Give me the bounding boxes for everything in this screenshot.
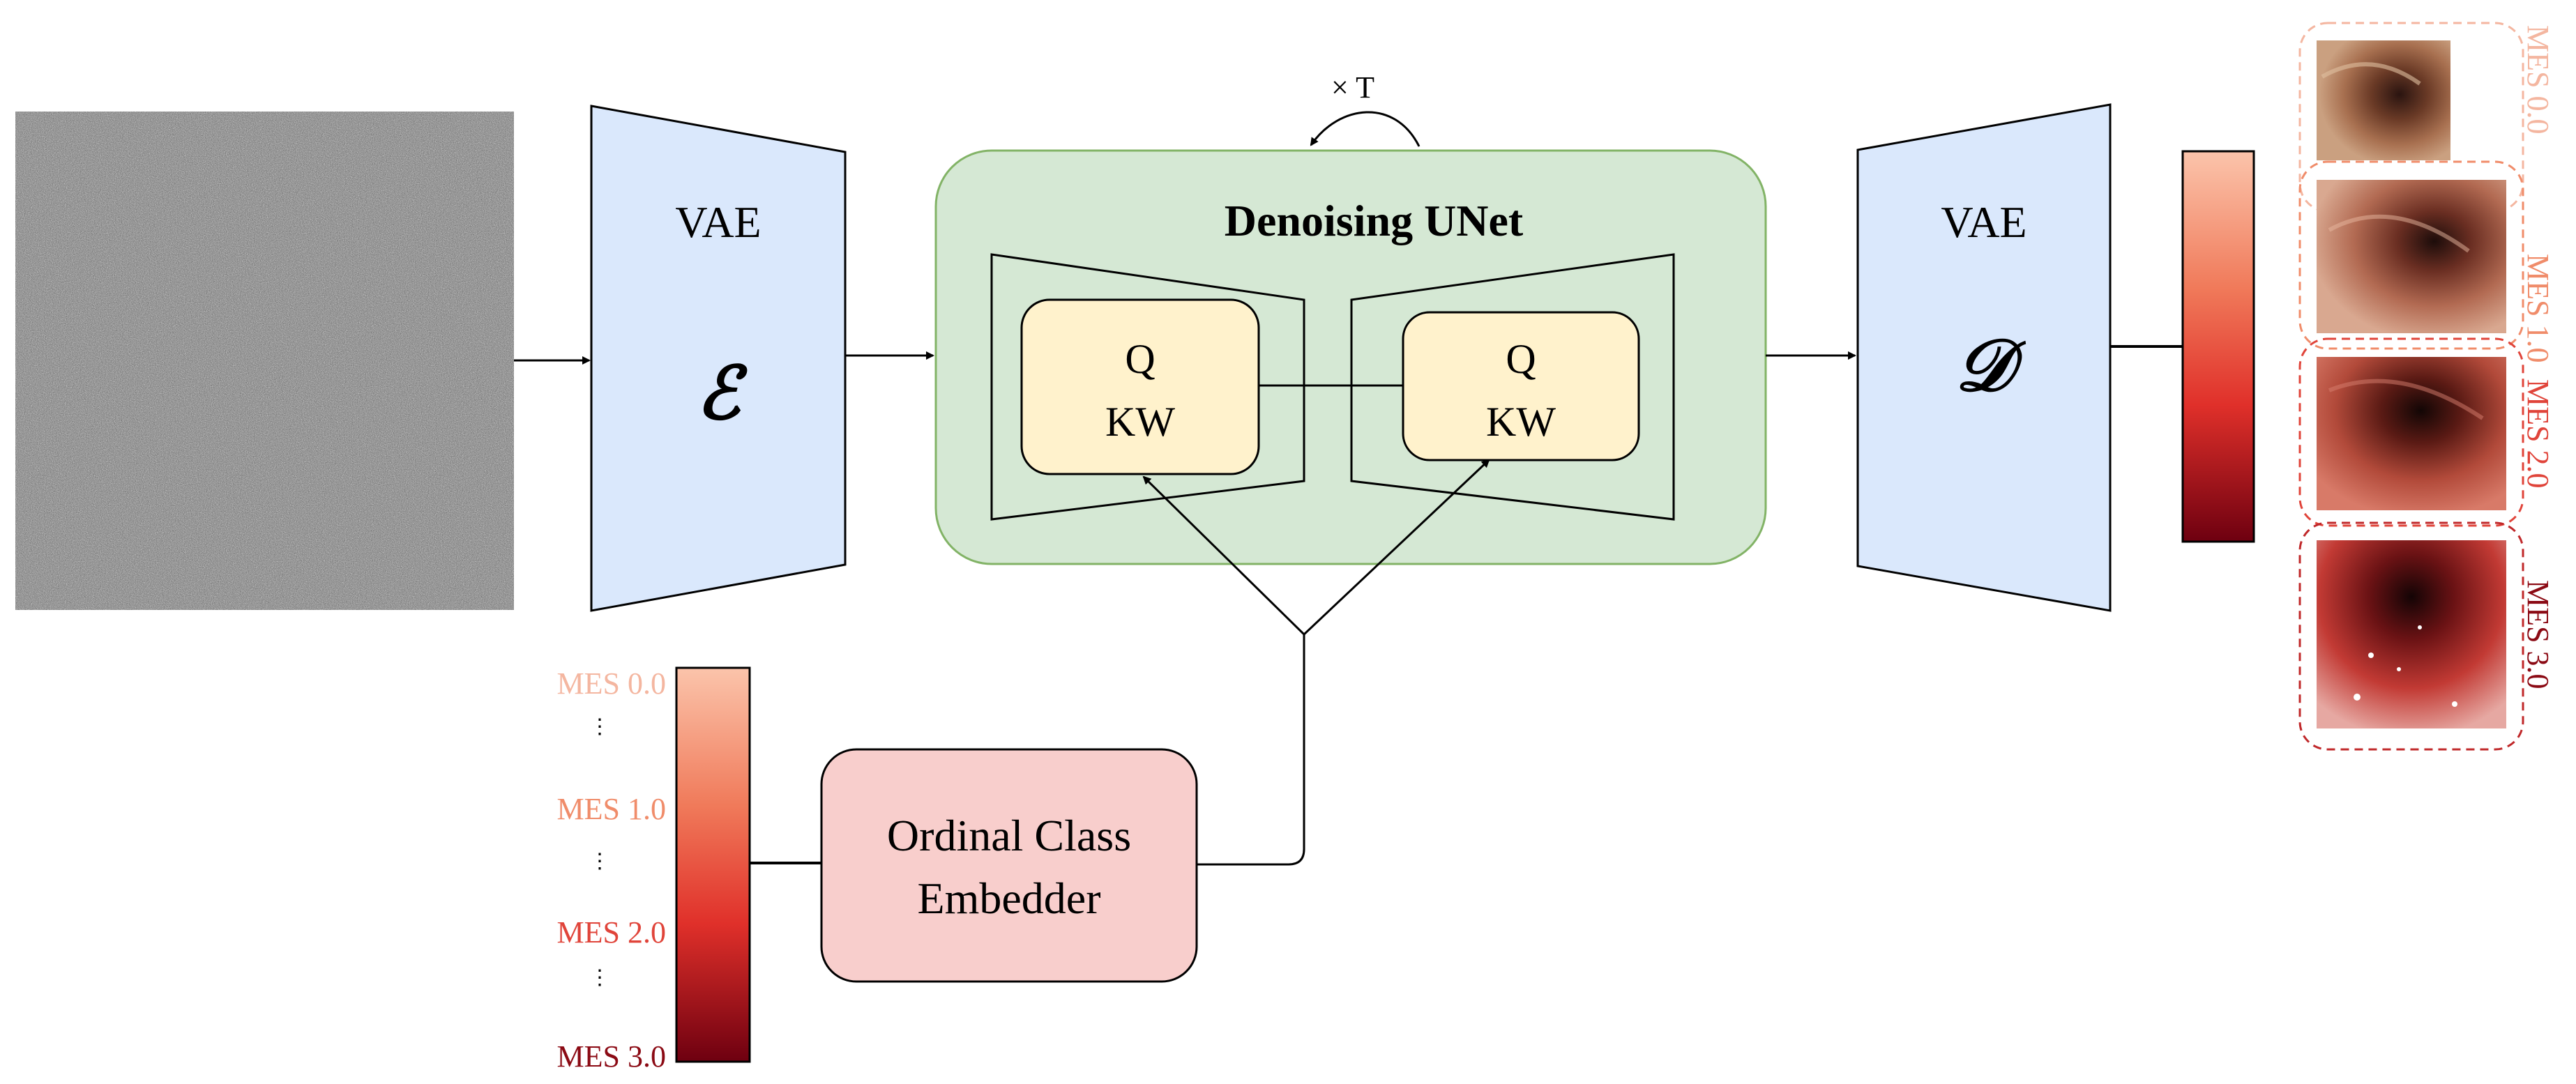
generated-samples: MES 0.0 MES 1.0 MES 2.0 MES 3.0 [2298, 22, 2555, 751]
sample-mes-3: MES 3.0 [2298, 521, 2555, 751]
scale-label-mes-1: MES 1.0 [557, 792, 666, 826]
scale-ellipsis-3: ⋮ [589, 966, 610, 989]
sample-label-mes-3: MES 3.0 [2521, 580, 2555, 689]
input-colorbar [675, 666, 751, 1063]
timestep-loop: × T [1310, 70, 1420, 147]
output-severity-scale [2181, 150, 2255, 543]
sample-mes-0: MES 0.0 [2298, 22, 2555, 213]
right-block-kw: KW [1486, 399, 1556, 445]
conditioning-arrows [1142, 459, 1490, 866]
sample-label-mes-1: MES 1.0 [2521, 254, 2555, 362]
left-block-q: Q [1125, 336, 1155, 382]
encoder-symbol: ℰ [697, 354, 748, 434]
sample-label-mes-0: MES 0.0 [2521, 25, 2555, 134]
input-severity-scale: MES 0.0 ⋮ MES 1.0 ⋮ MES 2.0 ⋮ MES 3.0 [557, 666, 751, 1074]
embedder-label-line2: Embedder [918, 873, 1101, 923]
scale-ellipsis-1: ⋮ [589, 715, 610, 738]
vae-decoder: VAE 𝒟 [1856, 103, 2112, 612]
sample-mes-2: MES 2.0 [2298, 337, 2555, 527]
left-block-kw: KW [1105, 399, 1175, 445]
sample-mes-1: MES 1.0 [2298, 160, 2555, 362]
ordinal-class-embedder: Ordinal Class Embedder [820, 748, 1198, 983]
scale-ellipsis-2: ⋮ [589, 850, 610, 873]
encoder-title: VAE [675, 197, 761, 247]
unet-title: Denoising UNet [1225, 196, 1524, 245]
embedder-label-line1: Ordinal Class [887, 811, 1131, 860]
sample-label-mes-2: MES 2.0 [2521, 379, 2555, 488]
scale-label-mes-3: MES 3.0 [557, 1039, 666, 1074]
scale-label-mes-0: MES 0.0 [557, 666, 666, 701]
noise-input-image [15, 112, 514, 610]
cross-attention-block-left: Q KW [1020, 298, 1260, 475]
right-block-q: Q [1506, 336, 1536, 382]
loop-label: × T [1331, 70, 1374, 105]
scale-label-mes-2: MES 2.0 [557, 915, 666, 949]
cross-attention-block-right: Q KW [1402, 311, 1640, 461]
denoising-unet: Denoising UNet Q KW Q KW [934, 149, 1767, 565]
vae-encoder: VAE ℰ [590, 105, 847, 612]
decoder-title: VAE [1941, 197, 2026, 247]
